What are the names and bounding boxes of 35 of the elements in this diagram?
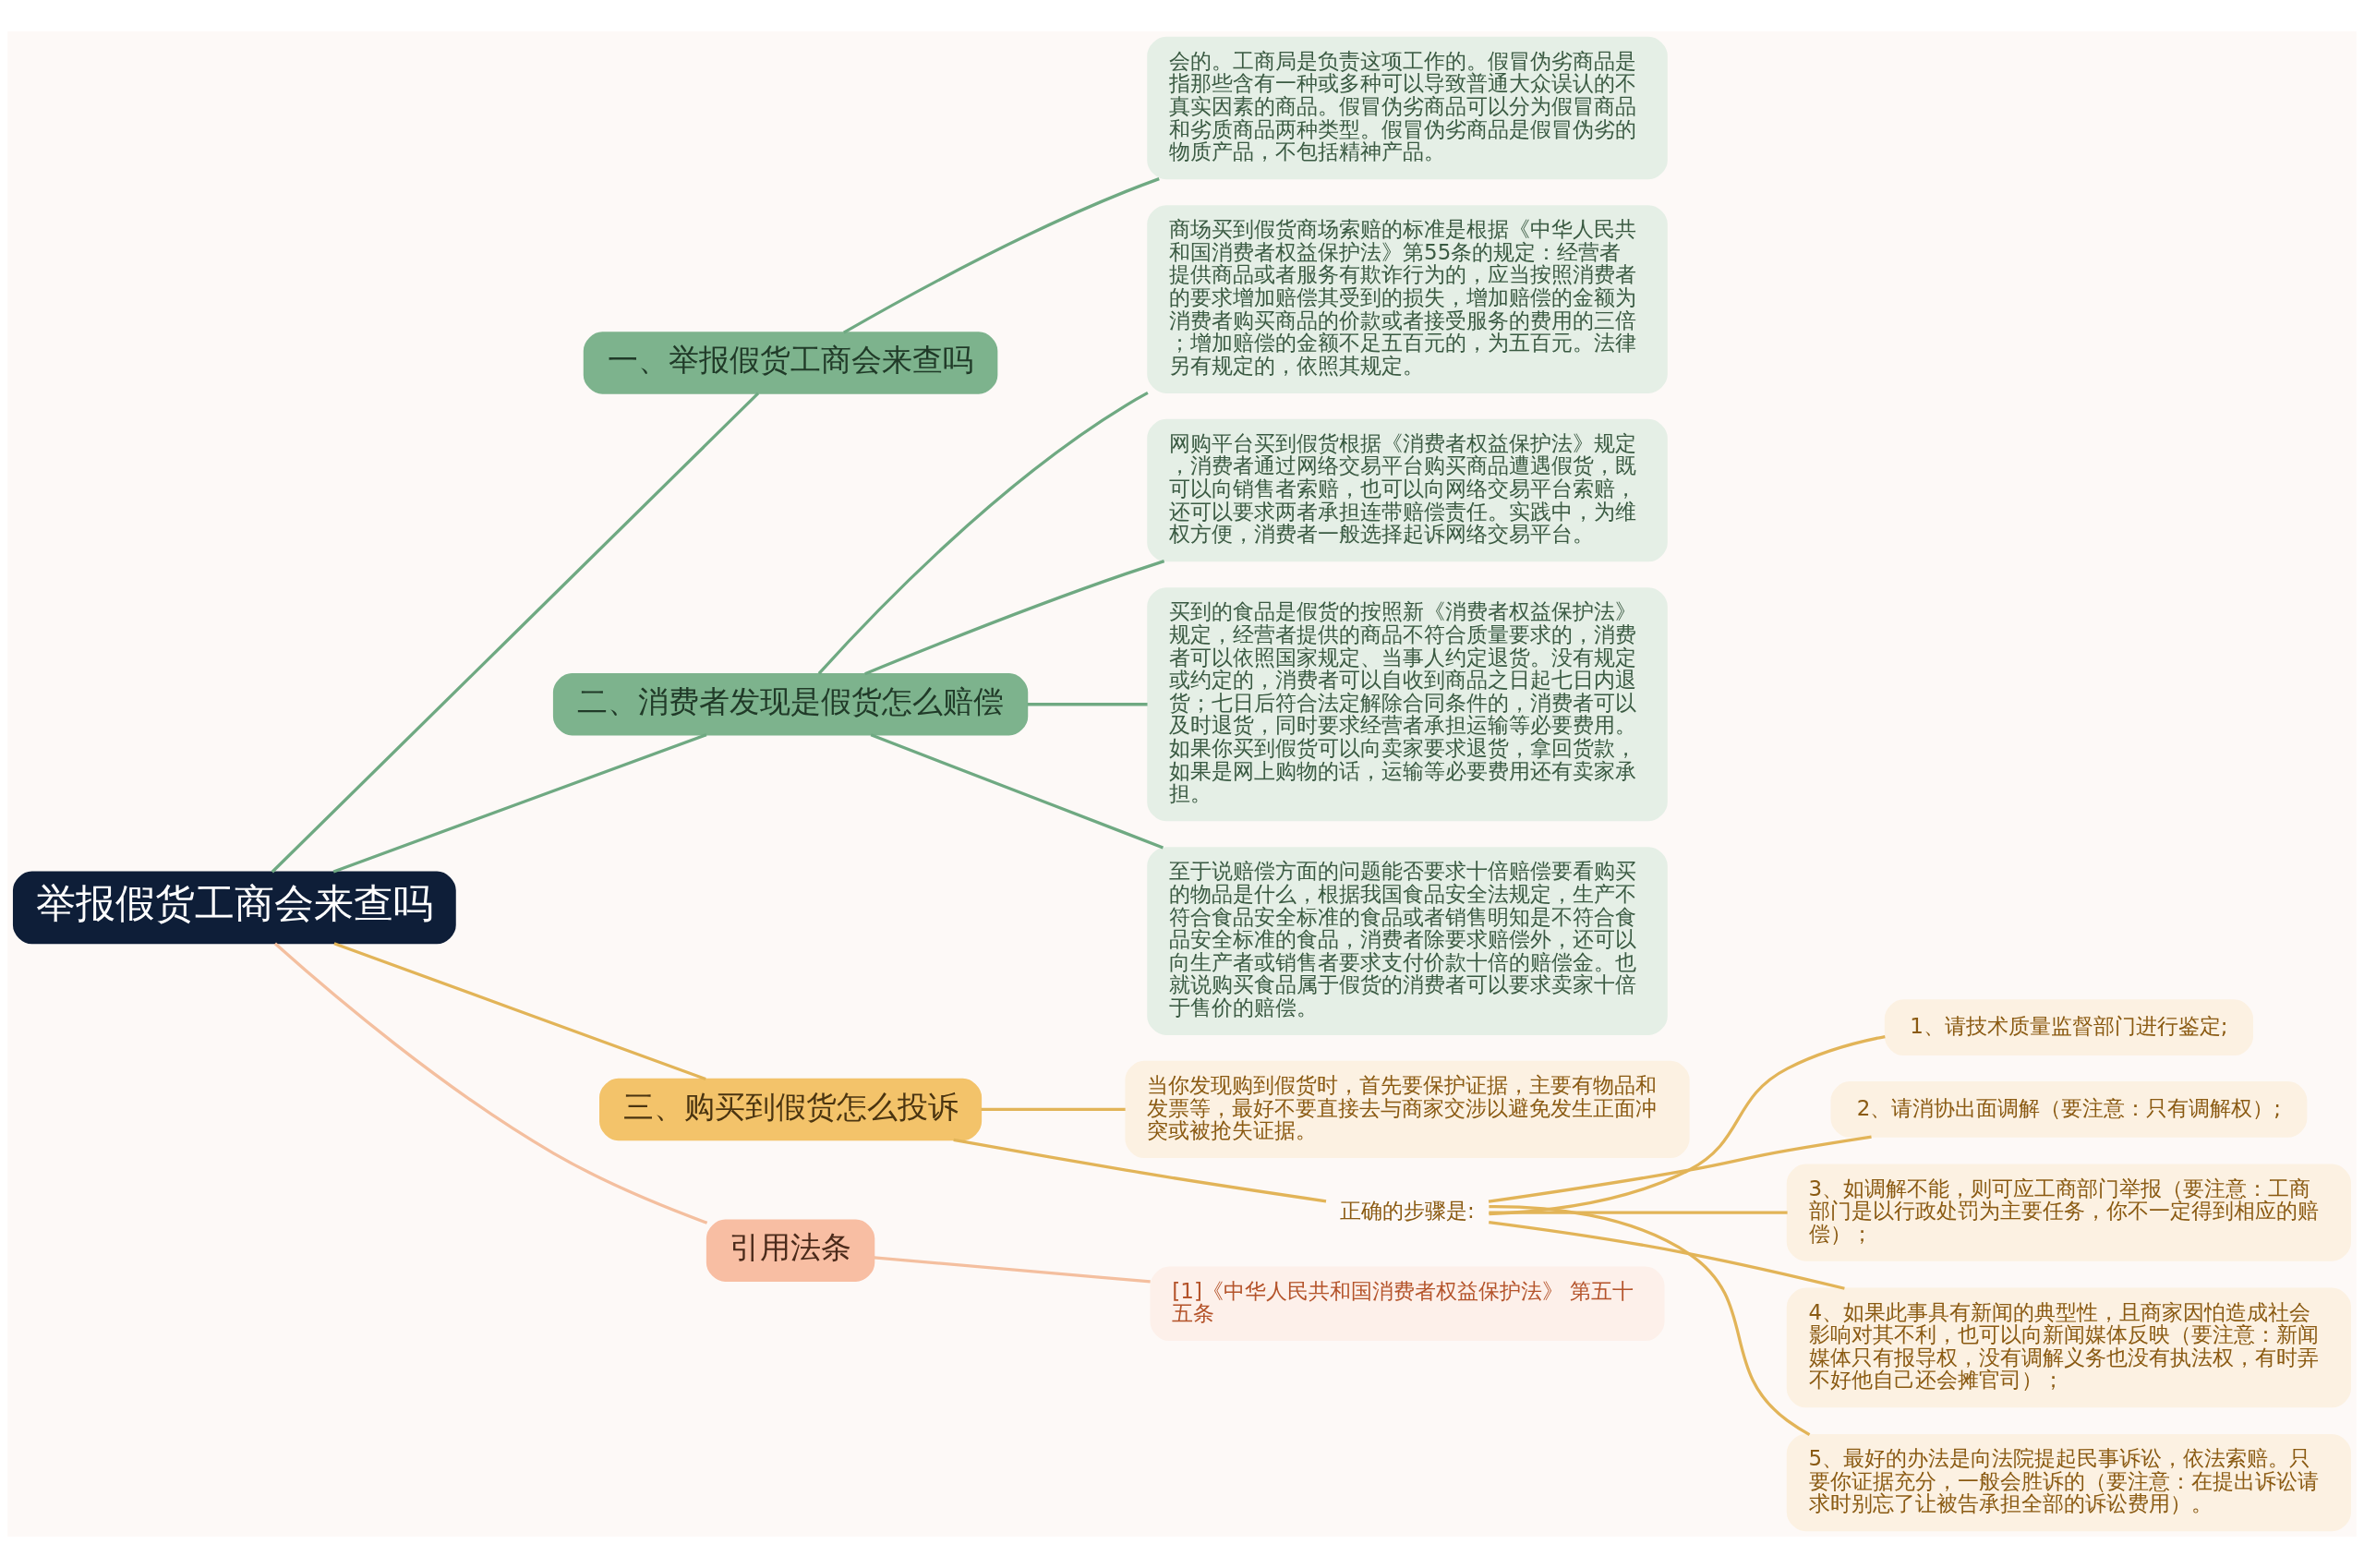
node-box: 2、请消协出面调解（要注意：只有调解权）;: [1830, 1081, 2308, 1138]
node-box: 3、如调解不能，则可应工商部门举报（要注意：工商部门是以行政处罚为主要任务，你不一定得到相应的赔偿）；: [1786, 1164, 2352, 1261]
node-box: 引用法条: [706, 1219, 875, 1282]
connector: [1488, 1135, 1872, 1203]
connector: [332, 733, 707, 874]
node-box: 会的。工商局是负责这项工作的。假冒伪劣商品是指那些含有一种或多种可以导致普通大众误认的不真实因素的商品。假冒伪劣商品可以分为假冒商品和劣质商品两种类型。假冒伪劣商品是假冒伪劣的物质产品，不包括精神产品。: [1147, 36, 1668, 180]
node-box: 4、如果此事具有新闻的典型性，且商家因怕造成社会影响对其不利，也可以向新闻媒体反映（要注意：新闻媒体只有报导权，没有调解义务也没有执法权，有时弄不好他自己还会摊官司）；: [1786, 1287, 2352, 1408]
node-box: 一、举报假货工商会来查吗: [583, 332, 998, 394]
connector: [842, 177, 1160, 334]
node-box: 商场买到假货商场索赔的标准是根据《中华人民共和国消费者权益保护法》第55条的规定：经营者提供商品或者服务有欺诈行为的，应当按照消费者的要求增加赔偿其受到的损失，增加赔偿的金额为消费者购买商品的价款或者接受服务的费用的三倍；增加赔偿的金额不足五百元的，为五百元。法律另有规定的，依照其规定。: [1147, 205, 1668, 393]
connector: [271, 392, 760, 874]
connector: [1489, 1211, 1788, 1214]
node-box: [1]《中华人民共和国消费者权益保护法》 第五十五条: [1150, 1266, 1665, 1342]
connector: [1489, 1205, 1811, 1437]
node-box: 当你发现购到假货时，首先要保护证据，主要有物品和发票等，最好不要直接去与商家交涉以避免发生正面冲突或被抢失证据。: [1125, 1060, 1690, 1159]
connector: [981, 1107, 1126, 1112]
node-box: 买到的食品是假货的按照新《消费者权益保护法》规定，经营者提供的商品不符合质量要求的，消费者可以依照国家规定、当事人约定退货。没有规定或约定的，消费者可以自收到商品之日起七日内退货；七日后符合法定解除合同条件的，消费者可以及时退货，同时要求经营者承担运输等必要费用。如果你买到假货可以向卖家要求退货，拿回货款，如果是网上购物的话，运输等必要费用还有卖家承担。: [1147, 587, 1668, 822]
connector: [870, 733, 1164, 850]
node-box: 举报假货工商会来查吗: [12, 871, 456, 945]
connector: [817, 391, 1149, 675]
node-box: 三、购买到假货怎么投诉: [599, 1078, 983, 1141]
node-box: 1、请技术质量监督部门进行鉴定;: [1884, 999, 2254, 1056]
connector: [874, 1256, 1151, 1284]
node-box: 5、最好的办法是向法院提起民事诉讼，依法索赔。只要你证据充分，一般会胜诉的（要注意：在提出诉讼请求时别忘了让被告承担全部的诉讼费用）。: [1786, 1434, 2352, 1532]
node-box: 至于说赔偿方面的问题能否要求十倍赔偿要看购买的物品是什么，根据我国食品安全法规定，生产不符合食品安全标准的食品或者销售明知是不符合食品安全标准的食品，消费者除要求赔偿外，还可以向生产者或销售者要求支付价款十倍的赔偿金。也就说购买食品属于假货的消费者可以要求卖家十倍于售价的赔偿。: [1147, 847, 1668, 1035]
connector: [1489, 1220, 1845, 1290]
connector: [864, 560, 1165, 676]
connector: [953, 1138, 1327, 1203]
node-box: 二、消费者发现是假货怎么赔偿: [552, 673, 1029, 736]
connector: [1027, 703, 1148, 706]
connector: [1489, 1034, 1886, 1216]
node-box: 网购平台买到假货根据《消费者权益保护法》规定，消费者通过网络交易平台购买商品遭遇假货，既可以向销售者索赔，也可以向网络交易平台索赔，还可以要求两者承担连带赔偿责任。实践中，为维权方便，消费者一般选择起诉网络交易平台。: [1147, 418, 1668, 562]
node-text: 正确的步骤是:: [1340, 1199, 1475, 1224]
connector: [333, 942, 706, 1081]
connector: [273, 942, 708, 1224]
